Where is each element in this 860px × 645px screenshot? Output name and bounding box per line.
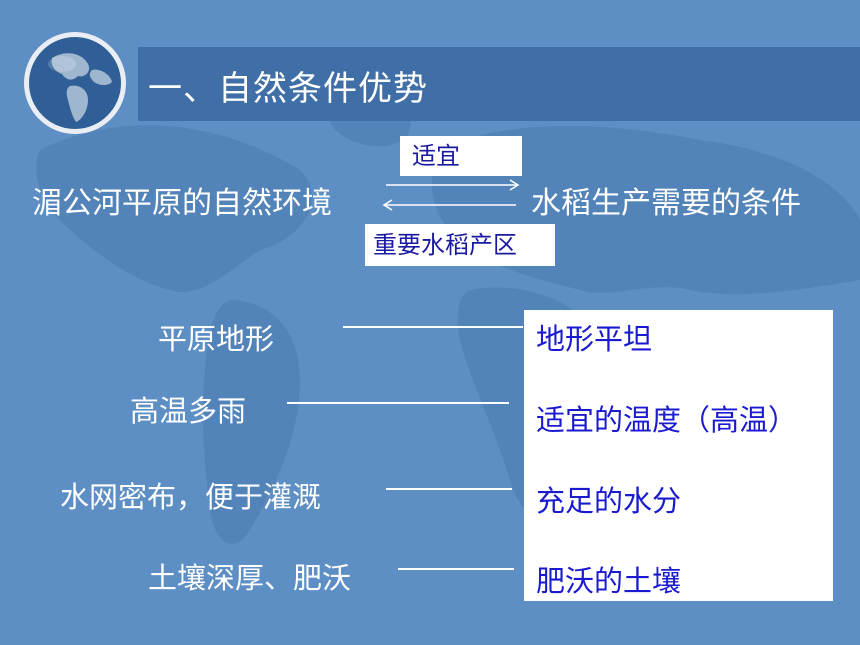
- condition-left-4: 土壤深厚、肥沃: [148, 561, 352, 595]
- connector-line-1: [343, 326, 523, 328]
- condition-right-4: 肥沃的土壤: [536, 564, 682, 598]
- title-bar: 一、自然条件优势: [138, 47, 860, 121]
- connector-line-4: [398, 568, 514, 570]
- condition-left-1: 平原地形: [158, 322, 275, 356]
- relation-left-text: 湄公河平原的自然环境: [32, 186, 332, 221]
- answer-box: 地形平坦 适宜的温度（高温） 充足的水分 肥沃的土壤: [524, 310, 833, 601]
- condition-right-2: 适宜的温度（高温）: [536, 403, 798, 437]
- bottom-relation-label: 重要水稻产区: [365, 224, 555, 266]
- connector-line-3: [386, 488, 512, 490]
- condition-right-1: 地形平坦: [536, 322, 653, 356]
- condition-left-2: 高温多雨: [130, 394, 247, 428]
- condition-left-3: 水网密布，便于灌溉: [60, 480, 322, 514]
- top-relation-label: 适宜: [400, 136, 522, 176]
- slide-title: 一、自然条件优势: [148, 69, 428, 109]
- relation-right-text: 水稻生产需要的条件: [531, 186, 801, 221]
- globe-icon: [24, 32, 126, 134]
- condition-right-3: 充足的水分: [536, 484, 682, 518]
- connector-line-2: [287, 402, 509, 404]
- double-arrow-icon: [382, 179, 520, 211]
